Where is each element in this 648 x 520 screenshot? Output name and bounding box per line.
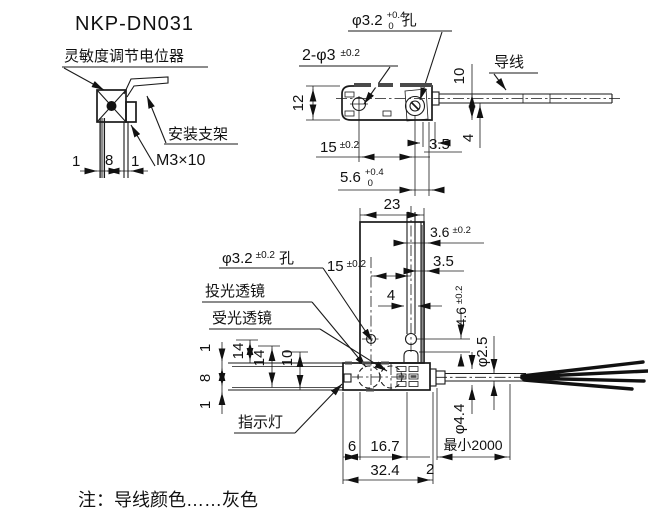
dim-side-8: 8	[105, 152, 113, 169]
note-text: 注：导线颜色……灰色	[78, 490, 258, 510]
two-holes-callout: 2-φ3±0.2	[302, 47, 360, 64]
wire-leader	[493, 73, 507, 91]
screw-top	[404, 88, 429, 122]
indicator-lamp	[343, 373, 352, 383]
emit-lens-label: 投光透镜	[205, 282, 265, 300]
page-title: NKP-DN031	[75, 13, 194, 35]
pot-leader	[63, 67, 105, 91]
dim-front-2: 2	[426, 461, 434, 478]
dim-front-3p6: 3.6±0.2	[430, 224, 471, 240]
dim-front-23: 23	[384, 196, 401, 213]
dim-top-15: 15±0.2	[320, 139, 360, 156]
indicator-label: 指示灯	[238, 414, 283, 431]
side-view: 灵敏度调节电位器 安装支架 M3×10 1 8 1	[62, 48, 238, 178]
dim-side-1a: 1	[72, 153, 80, 170]
dim-wire-dia: φ2.5	[474, 337, 491, 368]
top-hole-leader	[419, 31, 443, 101]
dim-top-3p5: 3.5	[429, 136, 450, 153]
dim-front-1b: 1	[197, 401, 214, 409]
dim-wire-length: 最小2000	[443, 437, 502, 453]
recv-lens-leader	[319, 328, 388, 372]
dim-front-8: 8	[197, 374, 214, 382]
dim-top-12: 12	[290, 95, 307, 112]
wire-strands	[520, 360, 648, 391]
dim-front-3p5: 3.5	[433, 253, 454, 270]
pot-label: 灵敏度调节电位器	[64, 48, 184, 65]
front-hole-leader	[322, 267, 373, 342]
dim-front-4p6: 4.6±0.2	[453, 286, 469, 327]
dim-front-1a: 1	[197, 344, 214, 352]
dim-front-10: 10	[279, 350, 296, 367]
dim-side-1b: 1	[131, 153, 139, 170]
screw-label: M3×10	[156, 152, 205, 169]
indicator-leader	[294, 383, 343, 434]
sensor-body-front	[342, 362, 431, 391]
dim-front-32p4: 32.4	[370, 462, 399, 479]
dim-top-10: 10	[451, 68, 468, 85]
sensor-body-top	[341, 85, 433, 121]
dim-sleeve-dia: φ4.4	[451, 404, 468, 435]
window-feature	[403, 349, 419, 362]
pot-shaft	[106, 101, 117, 111]
dim-front-14b: 14	[251, 350, 268, 367]
bracket-arm	[123, 76, 169, 98]
screw-nut	[125, 101, 137, 123]
dim-front-14a: 14	[230, 343, 247, 360]
dim-front-16p7: 16.7	[370, 438, 399, 455]
dim-front-15: 15±0.2	[327, 258, 367, 275]
dim-front-6: 6	[348, 438, 356, 455]
terminal-block	[396, 366, 419, 387]
wire-nub-front	[429, 368, 437, 387]
bracket-label: 安装支架	[168, 126, 228, 143]
dim-front-4: 4	[387, 287, 395, 304]
emit-lens-leader	[311, 301, 367, 368]
bracket-leader	[146, 95, 167, 144]
dim-top-4: 4	[460, 134, 477, 142]
wire-label: 导线	[494, 54, 524, 71]
screw-leader	[130, 124, 156, 167]
recv-lens-label: 受光透镜	[212, 309, 272, 327]
